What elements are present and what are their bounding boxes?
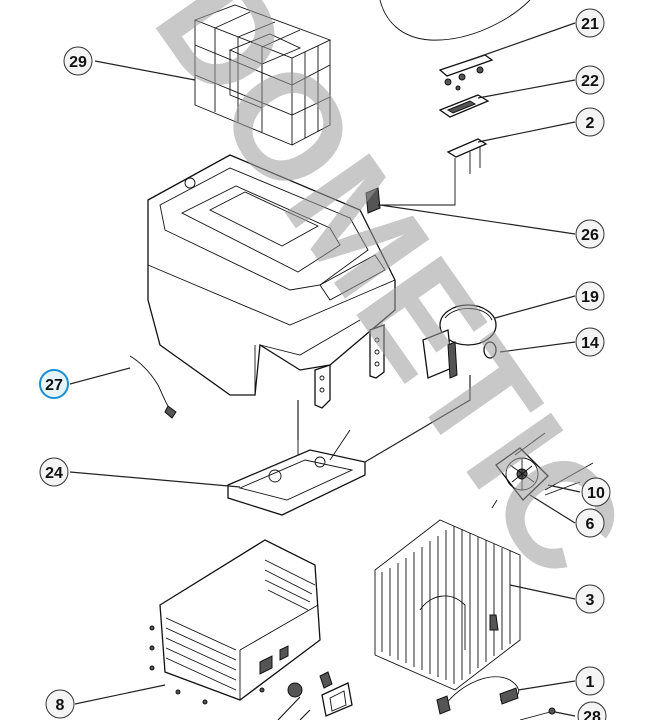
callout-6-label: 6 bbox=[586, 516, 595, 533]
base-plate[interactable] bbox=[227, 425, 366, 516]
callout-14-label: 14 bbox=[581, 335, 599, 352]
callout-29[interactable]: 29 bbox=[63, 46, 93, 76]
callout-19[interactable]: 19 bbox=[575, 281, 605, 311]
mounting-brackets bbox=[314, 324, 385, 409]
callout-22-label: 22 bbox=[581, 73, 599, 90]
front-cover[interactable] bbox=[149, 539, 321, 705]
callout-8-label: 8 bbox=[56, 697, 65, 714]
display-panel[interactable] bbox=[438, 94, 490, 118]
callout-29-label: 29 bbox=[69, 54, 87, 71]
callout-1-label: 1 bbox=[586, 674, 595, 691]
callout-28-label: 28 bbox=[583, 709, 601, 720]
cooler-cabinet[interactable] bbox=[147, 154, 396, 396]
callout-3-label: 3 bbox=[586, 592, 595, 609]
power-cable[interactable] bbox=[436, 676, 520, 715]
callout-26[interactable]: 26 bbox=[575, 219, 605, 249]
callout-19-label: 19 bbox=[581, 289, 599, 306]
callout-2-label: 2 bbox=[586, 115, 595, 132]
condenser[interactable] bbox=[374, 519, 521, 691]
control-pcb-bracket[interactable] bbox=[446, 138, 488, 180]
callout-21-label: 21 bbox=[581, 16, 599, 33]
callout-24[interactable]: 24 bbox=[39, 457, 69, 487]
callout-10-label: 10 bbox=[587, 485, 605, 502]
signal-cable[interactable] bbox=[519, 707, 556, 720]
lid-outline-fragment bbox=[379, 0, 531, 41]
knob-and-switch-parts bbox=[277, 671, 353, 720]
callout-28[interactable]: 28 bbox=[577, 701, 607, 720]
electronic-connector[interactable] bbox=[365, 180, 456, 214]
callout-22[interactable]: 22 bbox=[575, 65, 605, 95]
callout-24-label: 24 bbox=[45, 465, 63, 482]
wire-basket[interactable] bbox=[193, 4, 332, 146]
callout-14[interactable]: 14 bbox=[575, 327, 605, 357]
callout-27[interactable]: 27 bbox=[39, 369, 69, 399]
callout-8[interactable]: 8 bbox=[45, 689, 75, 719]
compressor[interactable] bbox=[422, 304, 497, 379]
callout-3[interactable]: 3 bbox=[575, 584, 605, 614]
callout-1[interactable]: 1 bbox=[575, 666, 605, 696]
callout-27-label: 27 bbox=[45, 377, 63, 394]
leader-lines bbox=[69, 22, 581, 717]
callout-2[interactable]: 2 bbox=[575, 107, 605, 137]
callout-10[interactable]: 10 bbox=[581, 477, 611, 507]
callout-26-label: 26 bbox=[581, 227, 599, 244]
drain-hose[interactable] bbox=[129, 355, 177, 419]
callout-21[interactable]: 21 bbox=[575, 8, 605, 38]
callout-6[interactable]: 6 bbox=[575, 508, 605, 538]
handle-grip[interactable] bbox=[438, 54, 494, 91]
